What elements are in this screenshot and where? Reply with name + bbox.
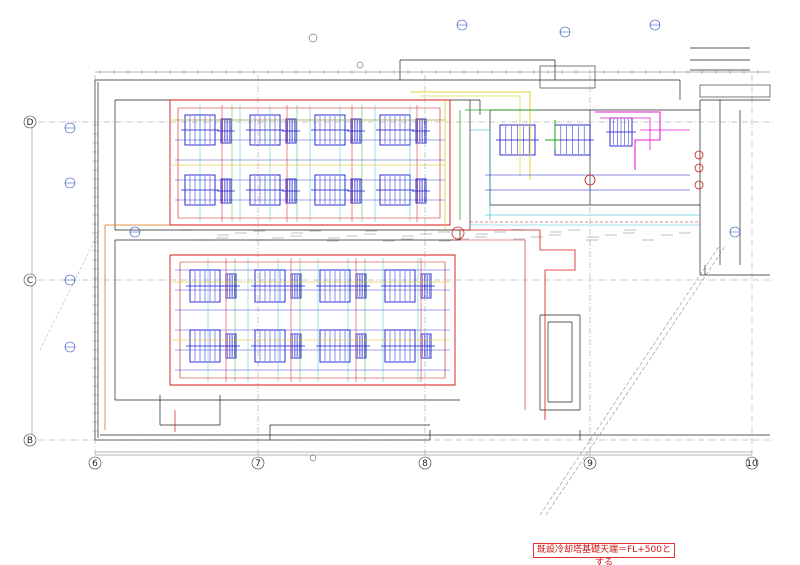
grid-row-label: C — [27, 276, 33, 286]
pipe-red-loop — [177, 107, 441, 219]
grid-column-bubble — [251, 456, 265, 470]
grid-column-label: 10 — [746, 459, 758, 469]
grid-column-label: 6 — [92, 459, 98, 469]
grid-column-label: 8 — [422, 459, 428, 469]
foundation-note: 既設冷却塔基礎天端＝FL+500とする — [533, 543, 675, 565]
grid-column-bubble — [745, 456, 759, 470]
grid-column-label: 9 — [587, 459, 593, 469]
pipe-magenta-main — [595, 111, 661, 170]
pipe-red-loop — [169, 99, 451, 226]
callout-circle — [694, 180, 704, 190]
grid-row-bubble — [23, 115, 37, 129]
north-marker — [308, 33, 318, 43]
pipe-red-loop — [169, 254, 456, 386]
pipe-red-riser — [455, 239, 526, 410]
grid-row-label: B — [27, 436, 33, 446]
grid-row-bubble — [23, 273, 37, 287]
building-outline — [94, 47, 771, 441]
section-markers — [64, 19, 741, 462]
grid-column-bubble — [583, 456, 597, 470]
pipe-yellow-main — [410, 91, 531, 180]
pipe-magenta-main — [600, 117, 651, 150]
equipment-frame — [699, 84, 771, 98]
callout-circle — [584, 174, 596, 186]
grid-row-label: D — [27, 118, 34, 128]
leader-line — [545, 244, 727, 516]
north-marker — [356, 61, 364, 69]
callout-circle — [694, 163, 704, 173]
north-marker — [309, 454, 317, 462]
grid-labels: 6 7 8 9 10 D C B — [23, 115, 759, 470]
grid-column-label: 7 — [255, 459, 261, 469]
callout-circle — [451, 226, 465, 240]
grid-row-bubble — [23, 433, 37, 447]
pipe-yellow-main — [420, 95, 521, 175]
grid-column-bubble — [418, 456, 432, 470]
piping-network — [39, 91, 727, 516]
pipe-red-loop — [179, 261, 446, 379]
pipe-red-riser — [455, 229, 576, 420]
grid-lines — [31, 70, 775, 458]
leader-line — [539, 244, 721, 516]
cooling-tower-units — [181, 114, 636, 363]
equipment-frame — [539, 65, 596, 89]
grid-column-bubble — [88, 456, 102, 470]
leader-line — [39, 229, 101, 351]
callout-circle — [694, 150, 704, 160]
